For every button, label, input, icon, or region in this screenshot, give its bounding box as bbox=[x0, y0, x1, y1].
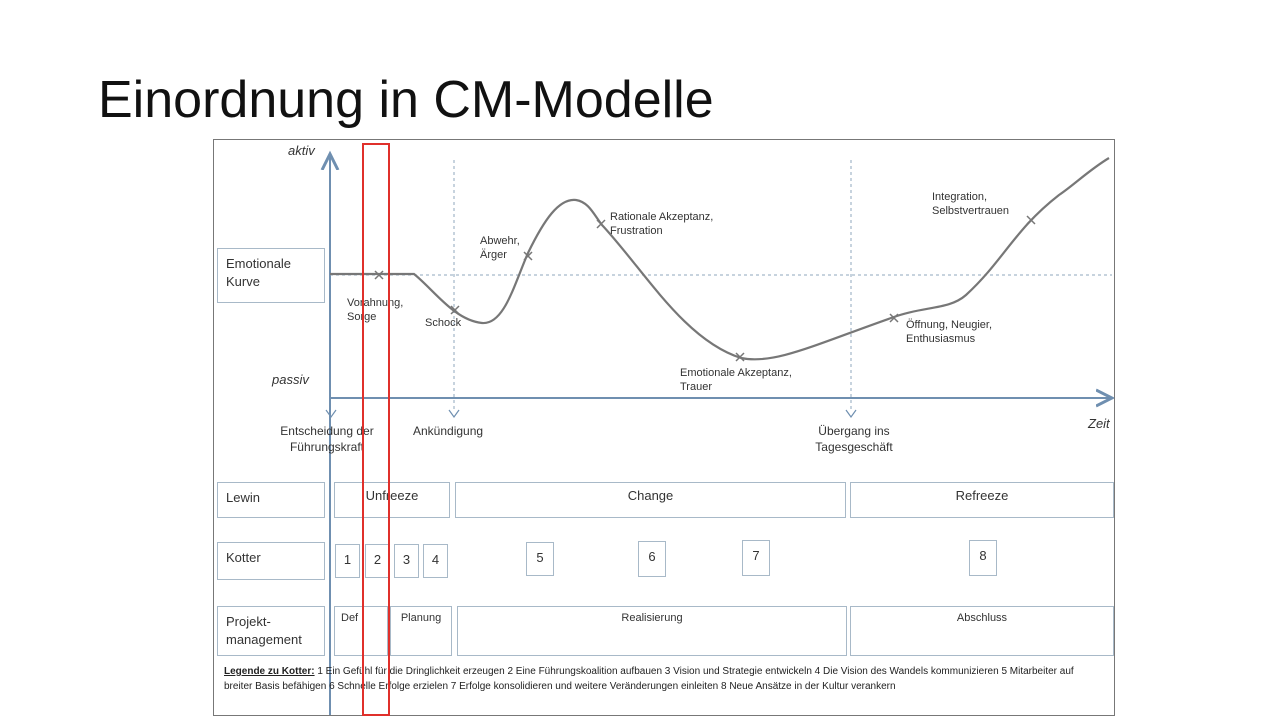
pm-realisierung: Realisierung bbox=[457, 606, 847, 656]
marker-oeffnung bbox=[889, 313, 899, 323]
change-model-figure: aktiv passiv Zeit Emotionale Kurve Vorah… bbox=[213, 139, 1115, 716]
milestone-arrow-ankuendigung bbox=[448, 409, 460, 419]
marker-schock bbox=[450, 305, 460, 315]
milestone-ankuendigung: Ankündigung bbox=[413, 424, 484, 438]
pm-planung: Planung bbox=[390, 606, 452, 656]
kotter-legend: Legende zu Kotter: 1 Ein Gefühl für die … bbox=[224, 665, 1104, 694]
kotter-step-7: 7 bbox=[742, 540, 770, 576]
milestone-arrow-uebergang bbox=[845, 409, 857, 419]
emotional-curve bbox=[330, 157, 1110, 361]
label-rational: Rationale Akzeptanz, Frustration bbox=[610, 211, 714, 238]
row-label-kotter: Kotter bbox=[217, 542, 325, 580]
pm-abschluss: Abschluss bbox=[850, 606, 1114, 656]
page-title: Einordnung in CM-Modelle bbox=[98, 71, 714, 129]
x-axis-label: Zeit bbox=[1088, 416, 1110, 431]
curve-markers bbox=[374, 215, 1036, 362]
kotter-step-8: 8 bbox=[969, 540, 997, 576]
y-axis-top-label: aktiv bbox=[288, 143, 315, 158]
y-axis-bottom-label: passiv bbox=[272, 372, 309, 387]
lewin-unfreeze: Unfreeze bbox=[334, 482, 450, 518]
row-label-pm: Projekt-management bbox=[217, 606, 325, 656]
legend-text: 1 Ein Gefühl für die Dringlichkeit erzeu… bbox=[224, 666, 1074, 692]
kotter-step-3: 3 bbox=[394, 544, 419, 578]
row-label-lewin: Lewin bbox=[217, 482, 325, 518]
marker-emotionale-akzeptanz bbox=[735, 352, 745, 362]
marker-vorahnung bbox=[374, 270, 384, 280]
label-schock: Schock bbox=[425, 317, 462, 329]
row-label-emotional: Emotionale Kurve bbox=[217, 248, 325, 303]
legend-heading: Legende zu Kotter: bbox=[224, 666, 315, 677]
kotter-step-2: 2 bbox=[365, 544, 390, 578]
label-integration: Integration, Selbstvertrauen bbox=[932, 191, 1010, 218]
kotter-step-1: 1 bbox=[335, 544, 360, 578]
label-vorahnung: Vorahnung, Sorge bbox=[347, 297, 404, 324]
kotter-step-4: 4 bbox=[423, 544, 448, 578]
marker-abwehr bbox=[523, 251, 533, 261]
lewin-change: Change bbox=[455, 482, 846, 518]
milestone-entscheidung: Entscheidung der Führungskraft bbox=[280, 424, 374, 454]
label-emotionale-akzeptanz: Emotionale Akzeptanz, Trauer bbox=[680, 367, 792, 394]
diagram-svg bbox=[214, 140, 1115, 715]
kotter-step-5: 5 bbox=[526, 542, 554, 576]
label-abwehr: Abwehr, Ärger bbox=[480, 235, 520, 262]
marker-integration bbox=[1026, 215, 1036, 225]
marker-rational bbox=[596, 219, 606, 229]
kotter-step-6: 6 bbox=[638, 541, 666, 577]
lewin-refreeze: Refreeze bbox=[850, 482, 1114, 518]
label-oeffnung: Öffnung, Neugier, Enthusiasmus bbox=[906, 319, 993, 346]
milestone-uebergang: Übergang ins Tagesgeschäft bbox=[815, 424, 893, 454]
milestone-arrow-entscheidung bbox=[325, 409, 337, 419]
pm-def: Def bbox=[334, 606, 388, 656]
